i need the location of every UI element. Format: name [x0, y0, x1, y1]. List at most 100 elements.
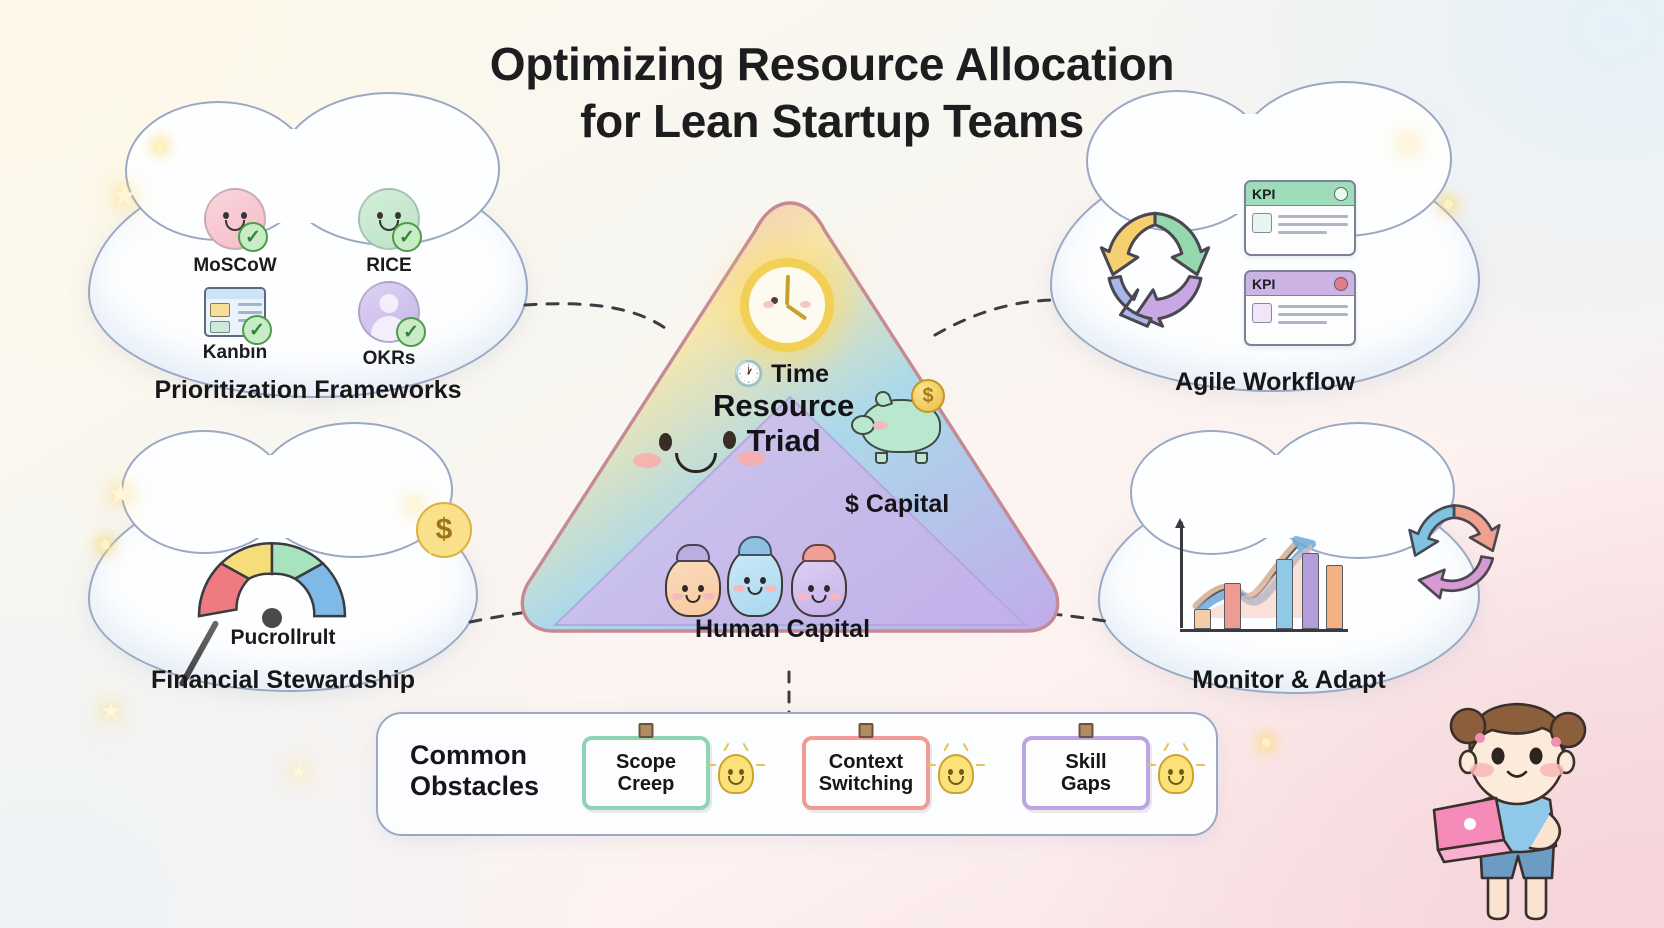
title-line-2: for Lean Startup Teams — [580, 95, 1084, 148]
framework-item-moscow[interactable]: ✓ MoSCoW — [170, 188, 300, 277]
dollar-speech-bubble-icon: $ — [416, 502, 472, 558]
team-blob — [665, 544, 721, 617]
chart-bar — [1224, 583, 1241, 629]
kanban-board-icon — [204, 287, 266, 337]
cloud-mask — [1152, 454, 1426, 539]
sparkle-star-icon: ★ — [108, 478, 134, 509]
cloud-prioritization-frameworks[interactable]: ✓ MoSCoW ✓ RICE — [88, 91, 528, 404]
cloud-content: ✓ MoSCoW ✓ RICE — [90, 162, 526, 396]
resource-triad-diagram[interactable]: 🕐 Time Resource Triad $ $ Capital — [505, 185, 1075, 643]
sparkle-star-icon: ★ — [290, 761, 308, 783]
blob-hat-icon — [738, 536, 772, 556]
kpi-checkbox — [1252, 213, 1272, 233]
smile-icon — [1168, 776, 1184, 785]
clock-dot-icon — [1334, 186, 1348, 201]
clock-glyph-icon: 🕐 — [733, 360, 765, 388]
kpi-card-header: KPI — [1246, 272, 1354, 296]
check-icon: ✓ — [396, 317, 426, 347]
smile-icon — [948, 776, 964, 785]
pink-smiley-circle-icon: ✓ — [204, 188, 268, 252]
piggy-bank-icon: $ — [851, 379, 949, 464]
cloud-label-agile: Agile Workflow — [1174, 368, 1356, 396]
clock-cheek — [763, 301, 774, 308]
lightbulb-smiley-icon — [1147, 742, 1205, 794]
framework-grid: ✓ MoSCoW ✓ RICE — [170, 188, 454, 370]
chart-bar — [1302, 553, 1319, 629]
obstacles-title: Common Obstacles — [410, 740, 540, 802]
cloud-mask — [144, 455, 422, 538]
kpi-title: KPI — [1252, 275, 1276, 292]
cloud-agile-workflow[interactable]: KPI KPI Agile Workflow — [1050, 80, 1480, 396]
triad-node-time: 🕐 Time — [733, 360, 829, 388]
triad-face-eye — [723, 431, 736, 449]
girl-with-laptop-icon — [1432, 702, 1587, 921]
cloud-label-financial: Financial Stewardship — [151, 666, 415, 694]
framework-item-okrs[interactable]: ✓ OKRs — [324, 281, 454, 370]
chart-bar — [1194, 609, 1211, 629]
title-line-1: Optimizing Resource Allocation — [489, 38, 1175, 90]
page-title: Optimizing Resource Allocation for Lean … — [0, 36, 1664, 150]
sign-post — [638, 723, 654, 738]
framework-label: RICE — [366, 255, 412, 276]
kpi-card-header: KPI — [1246, 182, 1354, 206]
chart-y-axis — [1180, 522, 1183, 628]
chart-bar — [1276, 559, 1293, 629]
kpi-checkbox — [1252, 303, 1272, 323]
lightbulb-smiley-icon — [927, 742, 985, 794]
framework-label: MoSCoW — [193, 255, 277, 276]
triad-title: Resource Triad — [713, 388, 855, 459]
gold-coin-icon: $ — [911, 379, 945, 413]
piggy-leg — [915, 452, 928, 464]
team-blob — [791, 544, 847, 617]
kpi-text-lines — [1278, 303, 1348, 324]
blob-hat-icon — [676, 544, 710, 562]
framework-item-rice[interactable]: ✓ RICE — [324, 188, 454, 277]
check-icon: ✓ — [392, 222, 422, 252]
cloud-content: $ Pucrollrult — [90, 484, 476, 690]
triad-face-cheek — [633, 453, 661, 468]
framework-label: Kanbın — [202, 342, 268, 363]
gauge-sub-label: Pucrollrult — [230, 626, 336, 649]
cloud-content: KPI KPI — [1052, 152, 1478, 390]
sparkle-star-icon: ★ — [112, 180, 138, 211]
cloud-monitor-adapt[interactable]: Monitor & Adapt — [1098, 421, 1501, 694]
clock-icon — [740, 258, 834, 352]
sparkle-dot-icon — [156, 142, 164, 150]
gauge-hub — [262, 608, 282, 628]
cloud-content — [1100, 484, 1501, 692]
sparkle-star-icon: ★ — [1398, 130, 1420, 157]
framework-item-kanban[interactable]: ✓ Kanbın — [170, 281, 300, 370]
kpi-card-1[interactable]: KPI — [1244, 180, 1356, 256]
check-icon: ✓ — [238, 222, 268, 252]
kpi-text-lines — [1278, 213, 1348, 234]
kpi-card-body — [1246, 296, 1354, 331]
lightbulb-smiley-icon — [707, 742, 765, 794]
circular-arrows-cycle-icon — [1099, 211, 1211, 328]
sparkle-dot-icon — [1262, 738, 1271, 747]
clock-cheek — [800, 301, 811, 308]
chart-bar — [1326, 565, 1343, 629]
sparkle-dot-icon — [100, 540, 110, 550]
kpi-card-2[interactable]: KPI — [1244, 270, 1356, 346]
kpi-title: KPI — [1252, 185, 1276, 202]
chart-x-axis — [1180, 629, 1348, 632]
green-smiley-circle-icon: ✓ — [358, 188, 422, 252]
sign-post — [1078, 723, 1094, 738]
piggy-cheek — [873, 421, 888, 430]
blob-hat-icon — [802, 544, 836, 562]
smile-icon — [728, 776, 744, 785]
clock-face-dot — [771, 297, 778, 304]
check-icon: ✓ — [242, 315, 272, 345]
sign-post — [858, 723, 874, 738]
cloud-financial-stewardship[interactable]: $ Pucrollrult Financial Stewardship — [88, 422, 478, 694]
kpi-card-body — [1246, 206, 1354, 241]
sparkle-star-icon: ★ — [404, 492, 424, 517]
piggy-leg — [875, 452, 888, 464]
